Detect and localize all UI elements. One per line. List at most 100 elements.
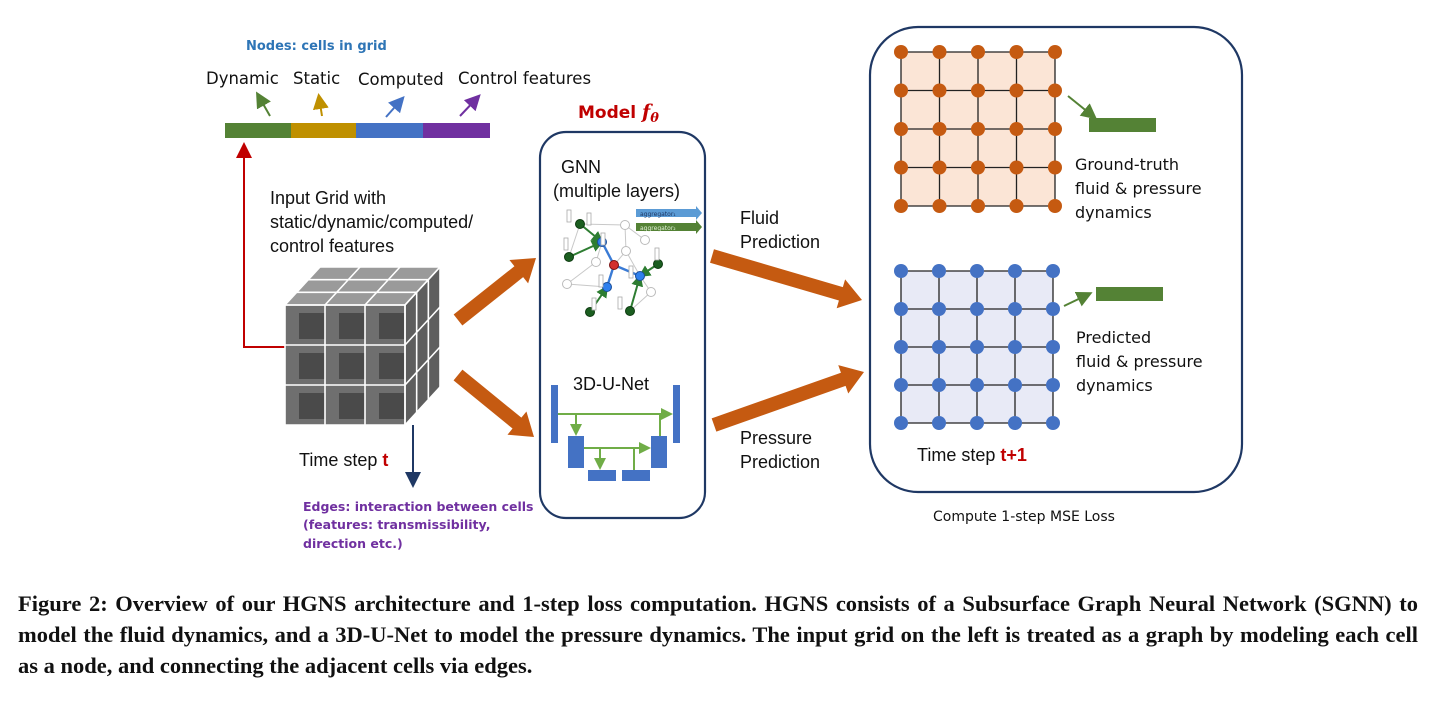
architecture-diagram: Nodes: cells in grid Dynamic Static Comp… <box>206 25 1244 551</box>
grid-node <box>894 264 908 278</box>
cube-grid-line <box>324 266 361 306</box>
grid-node <box>1046 416 1060 430</box>
edges-label-line-3: direction etc.) <box>303 536 403 551</box>
gnn-edge <box>566 261 597 285</box>
edges-label-line-2: (features: transmissibility, <box>303 517 490 532</box>
grid-node <box>1008 416 1022 430</box>
aggregator-1-arrow-icon <box>696 206 702 220</box>
cube-cell <box>379 313 405 339</box>
grid-node <box>932 340 946 354</box>
gnn-node <box>646 287 656 297</box>
grid-node <box>1009 83 1024 98</box>
unet-bottleneck-block-2 <box>622 470 650 481</box>
grid-node <box>1046 302 1060 316</box>
grid-node <box>894 378 908 392</box>
grid-node <box>894 199 908 213</box>
edges-label-line-1: Edges: interaction between cells <box>303 499 534 514</box>
gnn-node <box>621 246 631 256</box>
loss-label: Compute 1-step MSE Loss <box>933 509 1115 525</box>
predicted-feature-bar <box>1096 287 1163 301</box>
cube-grid-line <box>404 386 441 426</box>
grid-node <box>932 83 947 98</box>
cube-cell <box>299 313 325 339</box>
gnn-feature-vector <box>586 212 592 226</box>
grid-node <box>971 199 985 213</box>
cube-right-face <box>405 267 440 425</box>
feature-segment-computed <box>356 123 423 138</box>
gnn-node <box>653 259 663 269</box>
cube-to-unet-arrow-icon <box>453 369 534 437</box>
grid-node <box>894 302 908 316</box>
gnn-graph-icon <box>562 209 663 317</box>
gnn-feature-vector <box>563 237 569 251</box>
grid-node <box>1048 122 1062 136</box>
pressure-prediction-label-2: Prediction <box>740 452 820 472</box>
grid-node <box>932 199 947 213</box>
grid-node <box>894 45 908 59</box>
cube-top-face <box>285 267 440 305</box>
ground-truth-arrow-icon <box>1067 95 1098 120</box>
gnn-node <box>591 257 601 267</box>
feature-label-dynamic: Dynamic <box>206 69 279 88</box>
predicted-label-3: dynamics <box>1076 376 1153 395</box>
pressure-prediction-label-1: Pressure <box>740 428 812 448</box>
predicted-grid <box>894 264 1060 430</box>
grid-node <box>894 340 908 354</box>
grid-node <box>1008 264 1022 278</box>
input-grid-line-2: static/dynamic/computed/ <box>270 212 473 232</box>
unet-encoder-block-2 <box>568 436 584 468</box>
input-grid-description: Input Grid with static/dynamic/computed/… <box>270 188 473 256</box>
gnn-message-edge <box>629 274 644 312</box>
fluid-prediction-label-2: Prediction <box>740 232 820 252</box>
fluid-prediction-arrow-icon <box>710 249 862 309</box>
grid-node <box>970 340 984 354</box>
unet-bottleneck-block-1 <box>588 470 616 481</box>
grid-node <box>971 122 985 136</box>
ground-truth-label-1: Ground-truth <box>1075 155 1179 174</box>
ground-truth-label: Ground-truth fluid & pressure dynamics <box>1075 155 1202 222</box>
gnn-feature-vector <box>617 296 623 310</box>
computed-arrow-icon <box>385 96 405 118</box>
grid-node <box>971 83 985 98</box>
cube-cell <box>299 353 325 379</box>
node-feature-connector <box>236 142 285 348</box>
grid-node <box>970 264 984 278</box>
feature-vector <box>225 123 490 138</box>
grid-node <box>932 45 947 59</box>
feature-label-control: Control features <box>458 69 591 88</box>
nodes-label: Nodes: cells in grid <box>246 39 387 54</box>
static-arrow-icon <box>312 93 329 117</box>
grid-node <box>932 122 947 136</box>
unet-decoder-block-1 <box>673 385 680 443</box>
cube-grid-line <box>284 266 321 306</box>
gnn-feature-vector <box>628 265 634 279</box>
feature-label-computed: Computed <box>358 70 444 89</box>
grid-node <box>894 83 908 98</box>
grid-node <box>894 122 908 136</box>
predicted-label-1: Predicted <box>1076 328 1151 347</box>
cube-cell <box>379 393 405 419</box>
grid-node <box>971 45 985 59</box>
unet-decoder-block-2 <box>651 436 667 468</box>
control-arrow-icon <box>459 94 481 117</box>
gnn-feature-vector <box>566 209 572 223</box>
pressure-prediction-arrow-icon <box>711 365 864 432</box>
aggregator-1-label: aggregator₁ <box>640 211 676 218</box>
gnn-node <box>640 235 650 245</box>
gnn-title: GNN <box>561 157 601 177</box>
cube-grid-line <box>404 306 441 346</box>
grid-node <box>1009 122 1024 136</box>
grid-node <box>1046 264 1060 278</box>
cube-cell <box>379 353 405 379</box>
gnn-node <box>575 219 585 229</box>
grid-node <box>1008 340 1022 354</box>
cube-to-gnn-arrow-icon <box>453 258 536 326</box>
cube-cell <box>299 393 325 419</box>
unet-diagram-icon <box>551 385 680 481</box>
cube-cell <box>339 353 365 379</box>
grid-node <box>1009 199 1024 213</box>
cube-cell <box>339 393 365 419</box>
ground-truth-label-3: dynamics <box>1075 203 1152 222</box>
output-box <box>868 25 1244 494</box>
gnn-subtitle: (multiple layers) <box>553 181 680 201</box>
